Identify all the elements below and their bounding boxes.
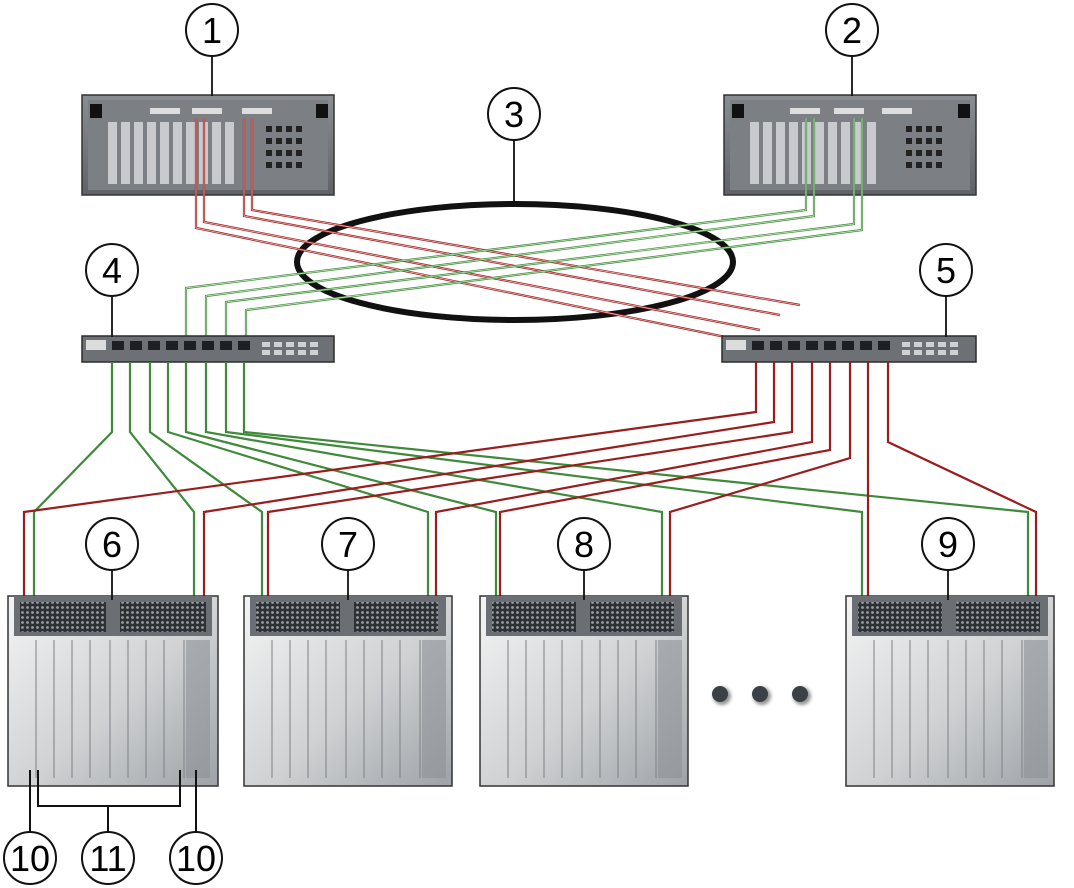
callout-6: 6 bbox=[85, 517, 139, 571]
callout-4-label: 4 bbox=[102, 250, 122, 291]
callout-5: 5 bbox=[919, 243, 973, 297]
callout-2: 2 bbox=[825, 3, 879, 57]
callout-7: 7 bbox=[321, 517, 375, 571]
callout-3: 3 bbox=[487, 87, 541, 141]
red-cables-bottom bbox=[22, 362, 1038, 655]
chassis-7 bbox=[243, 595, 453, 787]
top-chassis-1 bbox=[81, 94, 335, 196]
callout-1-label: 1 bbox=[202, 10, 222, 51]
switch-4 bbox=[81, 335, 335, 363]
leader-lines bbox=[111, 56, 949, 600]
callout-9-label: 9 bbox=[938, 524, 958, 565]
callout-11-label: 11 bbox=[89, 838, 126, 879]
callout-3-label: 3 bbox=[504, 94, 524, 135]
chassis-9 bbox=[845, 595, 1055, 787]
callout-9: 9 bbox=[921, 517, 975, 571]
callout-2-label: 2 bbox=[842, 10, 862, 51]
callout-1: 1 bbox=[185, 3, 239, 57]
green-cables-top-highlight bbox=[185, 118, 863, 343]
top-chassis-2 bbox=[723, 94, 977, 196]
chassis-6 bbox=[7, 595, 219, 787]
ellipsis-dots bbox=[712, 686, 811, 705]
red-cables-top-highlight bbox=[195, 118, 801, 341]
callout-8: 8 bbox=[557, 517, 611, 571]
switch-5 bbox=[721, 335, 977, 363]
green-cables-bottom bbox=[32, 362, 1030, 655]
callout-10-left: 10 bbox=[3, 831, 57, 885]
callout-5-label: 5 bbox=[936, 250, 956, 291]
callout-4: 4 bbox=[85, 243, 139, 297]
callout-11: 11 bbox=[81, 831, 135, 885]
callout-10-left-label: 10 bbox=[10, 838, 50, 879]
ring-connection bbox=[294, 201, 736, 323]
callout-10-right-label: 10 bbox=[176, 838, 216, 879]
callout-8-label: 8 bbox=[574, 524, 594, 565]
callout-10-right: 10 bbox=[169, 831, 223, 885]
chassis-8 bbox=[479, 595, 689, 787]
callout-6-label: 6 bbox=[102, 524, 122, 565]
bracket-11 bbox=[29, 770, 197, 832]
callout-7-label: 7 bbox=[338, 524, 358, 565]
